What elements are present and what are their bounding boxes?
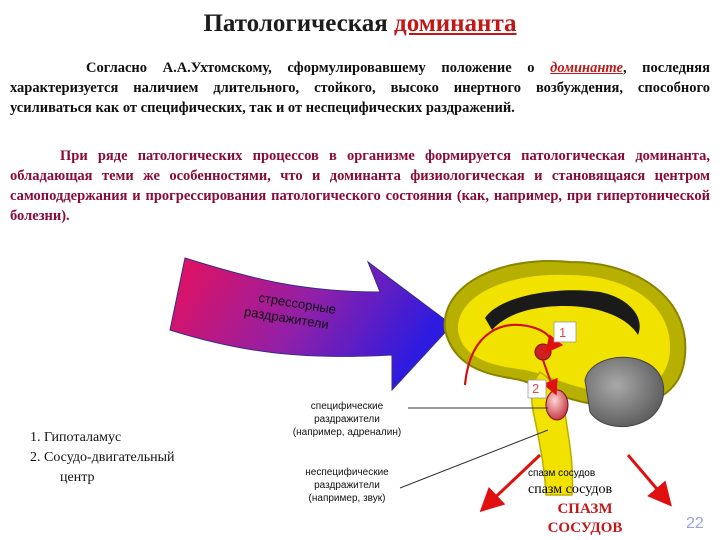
stress-arrow [169,257,453,392]
legend-item-vasomotor-cont: центр [60,470,95,485]
spasm-label-small: спазм сосудов [528,468,596,479]
spasm-arrow-left [479,453,542,513]
brain-illustration [443,260,687,496]
spasm-label-big: СПАЗМ СОСУДОВ [530,500,640,538]
marker-2-box [527,379,547,399]
legend-item-hypothalamus: 1. Гипоталамус [30,430,122,445]
hypothalamus-node [534,343,552,361]
nonspecific-l1: неспецифические [305,467,389,478]
nonspecific-l3: (например, звук) [308,493,386,504]
page-number: 22 [686,515,704,532]
specific-l2: раздражители [314,414,380,425]
spasm-label-mid: спазм сосудов [528,482,613,497]
legend: 1. Гипоталамус 2. Сосудо-двигательный це… [30,428,175,488]
marker-1: 1 [559,325,567,340]
title-highlight: доминанта [394,10,517,37]
spasm-big-line1: СПАЗМ [557,501,613,517]
para1-text-after: , последняя характеризуется наличием дли… [10,60,710,116]
pathology-paragraph: При ряде патологических процессов в орга… [10,148,710,224]
title-text: Патологическая [203,10,395,37]
spasm-big-line2: СОСУДОВ [547,520,623,536]
specific-l3: (например, адреналин) [292,427,402,438]
specific-stimuli-label: специфические раздражители (например, ад… [282,400,412,439]
nonspecific-stimuli-label: неспецифические раздражители (например, … [282,466,412,505]
page-title: Патологическая доминанта [0,10,720,38]
marker-2: 2 [532,381,540,396]
para1-text-before: Согласно А.А.Ухтомскому, сформулировавше… [86,60,551,76]
legend-item-vasomotor: 2. Сосудо-двигательный [30,450,175,465]
definition-paragraph: Согласно А.А.Ухтомскому, сформулировавше… [10,58,710,118]
specific-l1: специфические [310,401,384,412]
nonspecific-l2: раздражители [314,480,380,491]
spasm-arrow-right [626,454,672,507]
marker-1-box [553,321,577,343]
para1-term-dominant: доминанте [550,60,623,76]
vasomotor-center-node [545,389,569,421]
